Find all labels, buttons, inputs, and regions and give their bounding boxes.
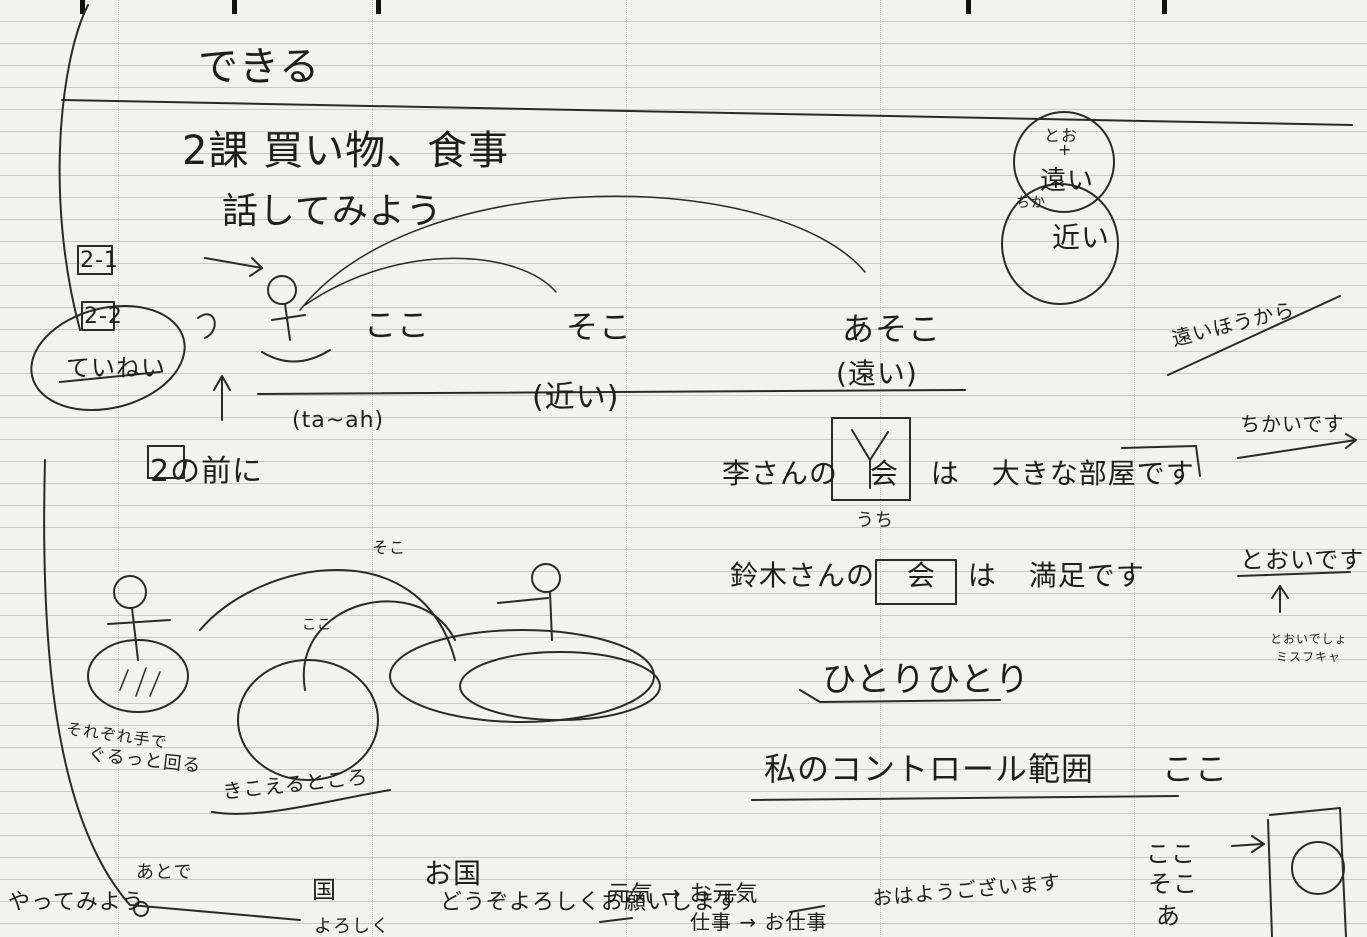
underline bbox=[751, 795, 1179, 801]
sore-label: そこ bbox=[372, 538, 407, 557]
koko-small: ここ bbox=[302, 617, 332, 633]
before-2: 2の前に bbox=[150, 454, 264, 489]
box-2-1 bbox=[77, 245, 113, 275]
koko-end: ここ bbox=[1162, 750, 1229, 788]
circle-chikai bbox=[1001, 183, 1119, 305]
up-arrow bbox=[213, 375, 231, 421]
figure-head bbox=[267, 275, 297, 305]
arrow bbox=[1237, 433, 1357, 459]
arrow bbox=[204, 257, 263, 277]
item-2-1: 2-1 bbox=[80, 248, 119, 273]
box-kai-2 bbox=[875, 559, 957, 605]
koko-bottom: ここ bbox=[1146, 840, 1196, 868]
chika-kana: ちか bbox=[1016, 195, 1046, 211]
tooi-label: (遠い) bbox=[836, 357, 918, 390]
teinei-label: ていねい bbox=[66, 354, 166, 382]
uchi-label: うち bbox=[856, 510, 894, 531]
tooi-desu: とおいです bbox=[1240, 546, 1365, 574]
a-bottom: あ bbox=[1156, 902, 1181, 930]
underline bbox=[211, 789, 391, 815]
arrow-hitori bbox=[799, 689, 1001, 703]
glyph-kai bbox=[851, 429, 889, 489]
plus-sign: + bbox=[1058, 140, 1073, 159]
figure-body bbox=[107, 607, 171, 661]
asoko-label: あそこ bbox=[842, 310, 942, 348]
baseline bbox=[257, 389, 966, 395]
up-arrow bbox=[1271, 585, 1289, 613]
grid-guide bbox=[118, 0, 119, 937]
arc-asoko bbox=[299, 195, 866, 311]
binding-mark bbox=[376, 0, 381, 14]
arrow bbox=[197, 313, 216, 339]
control-range: 私のコントロール範囲 bbox=[764, 750, 1095, 788]
tooi-note-2: ミスフキャ bbox=[1276, 650, 1342, 664]
figure-head bbox=[531, 563, 561, 593]
chikai-label: (近い) bbox=[532, 380, 620, 415]
kuni-label: 国 bbox=[312, 876, 337, 904]
arc-soko bbox=[304, 257, 557, 306]
hitori-label: ひとりひとり bbox=[822, 660, 1030, 700]
arrow bbox=[599, 905, 825, 923]
bracket bbox=[1121, 445, 1201, 477]
soko-bottom: そこ bbox=[1148, 870, 1198, 898]
heading-rule bbox=[61, 99, 1353, 126]
heading: できる bbox=[198, 44, 321, 90]
circle-listener bbox=[237, 659, 379, 781]
binding-mark bbox=[232, 0, 237, 14]
circle-mark bbox=[133, 901, 149, 917]
circle-tooi bbox=[1013, 111, 1115, 213]
doodle bbox=[1291, 841, 1345, 895]
arrow bbox=[1231, 835, 1265, 853]
margin-curve bbox=[58, 4, 89, 331]
example-line-1: 李さんの 会 は 大きな部屋です bbox=[722, 457, 1195, 490]
koko-label: ここ bbox=[364, 306, 431, 344]
box-2-2 bbox=[81, 301, 115, 331]
lesson-title: 2課 買い物、食事 bbox=[182, 128, 510, 174]
soko-label: そこ bbox=[566, 308, 633, 346]
ato-de-label: あとで bbox=[136, 862, 193, 883]
grid-guide bbox=[372, 0, 373, 937]
circle-speaker bbox=[87, 639, 189, 713]
arc-koko bbox=[302, 600, 456, 691]
shigoto-label: 仕事 → お仕事 bbox=[690, 910, 828, 934]
yatte-label: やってみよう bbox=[8, 890, 145, 915]
binding-mark bbox=[1162, 0, 1167, 14]
bracket-box bbox=[1269, 807, 1347, 937]
underline bbox=[1237, 571, 1351, 577]
item-2-2: 2-2 bbox=[84, 304, 123, 329]
circle-group bbox=[389, 629, 655, 723]
tanaka-label: (ta~ah) bbox=[292, 408, 385, 433]
box-kai bbox=[831, 417, 911, 501]
genki-label: 元気 → お元気 bbox=[608, 882, 759, 907]
grid-guide bbox=[1134, 0, 1135, 937]
grid-guide bbox=[880, 0, 881, 937]
tooi-kanji: 遠い bbox=[1040, 166, 1095, 196]
okuni-label: お国 bbox=[424, 857, 483, 890]
bracket-box bbox=[1267, 819, 1273, 937]
margin-curve bbox=[43, 459, 301, 921]
slash-line bbox=[1167, 295, 1341, 376]
underline bbox=[59, 371, 161, 383]
figure-head bbox=[113, 575, 147, 609]
douzo-label: どうぞよろしくお願いします bbox=[440, 890, 740, 915]
hatching bbox=[119, 667, 161, 697]
grid-guide bbox=[626, 0, 627, 937]
figure-body bbox=[261, 303, 331, 363]
binding-mark bbox=[966, 0, 971, 14]
binding-mark bbox=[80, 0, 85, 14]
circle-group-inner bbox=[459, 651, 661, 721]
too-kana: とお bbox=[1044, 126, 1079, 145]
circle-teinei bbox=[30, 304, 186, 412]
subtitle: 話してみよう bbox=[222, 191, 443, 232]
figure-body bbox=[497, 591, 553, 641]
chikai-kanji: 近い bbox=[1052, 221, 1111, 254]
chikai-desu: ちかいです bbox=[1240, 412, 1345, 436]
box-2 bbox=[147, 445, 185, 479]
yoroshiku-label: よろしく bbox=[314, 916, 390, 937]
example-line-2: 鈴木さんの 会 は 満足です bbox=[730, 559, 1145, 592]
tooi-note-1: とおいでしょ bbox=[1270, 632, 1348, 646]
